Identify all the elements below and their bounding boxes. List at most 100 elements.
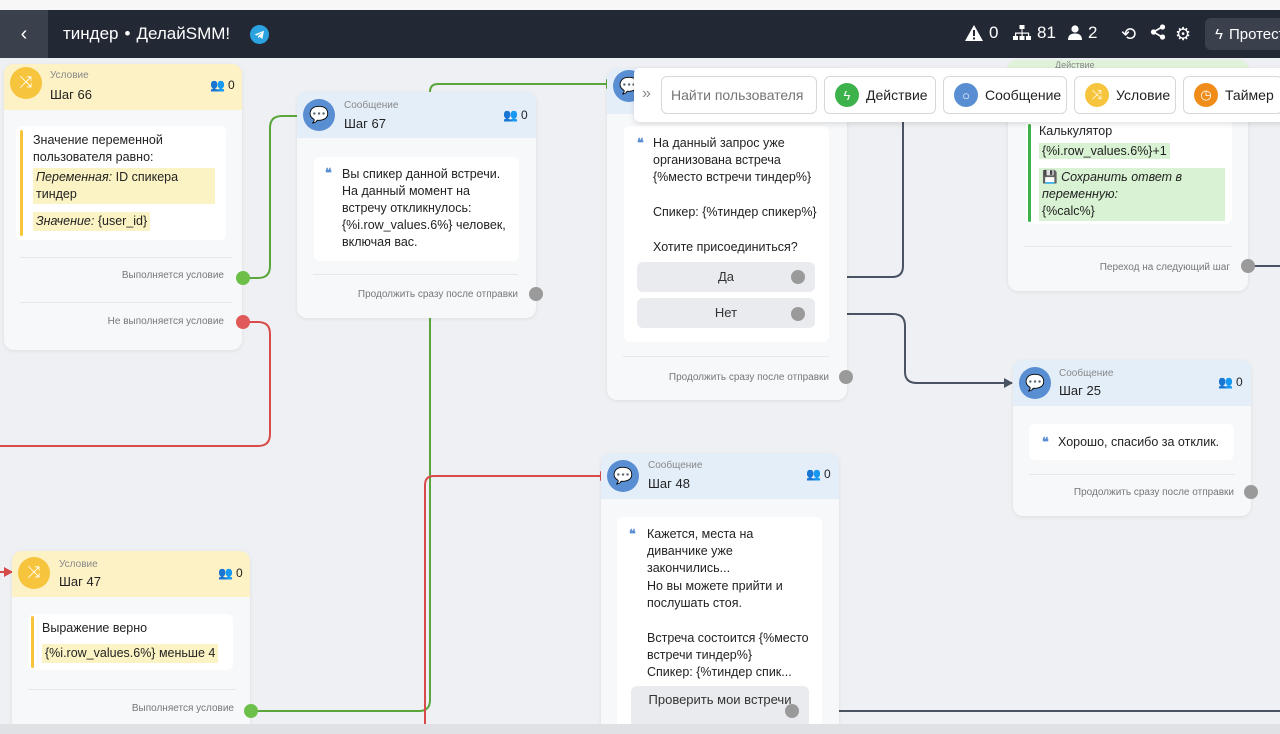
back-button[interactable]: ‹ [0,10,48,58]
condition-text: Значение переменной пользователя равно: [33,133,163,164]
project-name: ДелайSMM! [136,24,231,43]
node-step-66[interactable]: ⤨ Условие Шаг 66 👥0 Значение переменной … [4,64,242,350]
node-step-67[interactable]: 💬 Сообщение Шаг 67 👥0 ❝ Вы спикер данной… [297,92,536,318]
node-header: ⤨ Условие Шаг 47 👥0 [12,551,250,597]
answer-no-button[interactable]: Нет [637,298,815,328]
add-action-button[interactable]: ϟ Действие [824,76,936,114]
warning-icon [965,25,983,41]
node-header: 💬 Сообщение Шаг 67 👥0 [297,92,536,138]
output-false-label: Не выполняется условие [107,316,224,327]
users-icon: 👥 [503,108,518,122]
add-condition-button[interactable]: ⤨ Условие [1074,76,1176,114]
users-counter: 👥0 [1218,375,1243,389]
steps-stat[interactable]: 81 [1013,23,1056,43]
users-count: 0 [1235,375,1243,389]
node-step-47[interactable]: ⤨ Условие Шаг 47 👥0 Выражение верно {%i.… [12,551,250,734]
users-counter: 👥0 [210,78,235,92]
port-yes[interactable] [791,270,805,284]
condition-body: Значение переменной пользователя равно: … [16,126,226,240]
port-66-true[interactable] [236,271,250,285]
divider [20,302,232,303]
users-count: 0 [520,108,528,122]
users-stat[interactable]: 2 [1068,23,1097,43]
chat-icon: 💬 [303,99,335,131]
users-icon: 👥 [1218,375,1233,389]
browser-top-strip [0,0,1280,10]
warnings-count: 0 [989,23,999,42]
action-body: Калькулятор {%i.row_values.6%}+1 💾 Сохра… [1026,120,1232,224]
condition-bar [31,616,34,668]
port-48-btn[interactable] [785,704,799,718]
repeat-icon[interactable]: ⟲ [1121,24,1137,44]
port-67-out[interactable] [529,287,543,301]
block-toolbar: » ϟ Действие ○ Сообщение ⤨ Условие ◷ Тай… [634,68,1280,122]
condition-text: Выражение верно [42,621,148,635]
chat-icon: 💬 [607,460,639,492]
steps-count: 81 [1037,23,1056,42]
bolt-icon: ϟ [1215,25,1223,43]
node-step-48[interactable]: 💬 Сообщение Шаг 48 👥0 ❝ Кажется, места н… [601,453,839,734]
quote-icon: ❝ [1042,435,1049,449]
calc-title: Калькулятор [1039,124,1113,138]
save-variable: {%calc%} [1042,204,1095,218]
chat-icon: 💬 [1019,367,1051,399]
message-text-2: Но вы можете прийти и послушать стоя. [647,579,783,610]
gear-icon[interactable]: ⚙ [1175,24,1192,44]
message-body: ❝ Хорошо, спасибо за отклик. [1029,424,1234,460]
message-body: ❝ Вы спикер данной встречи. На данный мо… [314,157,519,261]
user-icon [1068,25,1082,40]
message-text-4: Спикер: {%тиндер спик... [647,665,792,679]
quote-icon: ❝ [637,136,644,150]
divider [1024,246,1232,247]
port-no[interactable] [791,307,805,321]
add-message-button[interactable]: ○ Сообщение [943,76,1067,114]
node-type: Сообщение [344,100,399,111]
share-icon[interactable] [1150,24,1166,45]
divider [313,274,518,275]
test-button[interactable]: ϟ Протест [1205,18,1280,50]
wire-to-top [429,83,606,93]
back-icon: ‹ [20,22,28,45]
output-true-label: Выполняется условие [131,703,234,714]
divider [20,257,232,258]
output-true-label: Выполняется условие [121,270,224,281]
top-bar: ‹ тиндер•ДелайSMM! 0 81 2 ⟲ ⚙ ϟ Протест [0,10,1280,58]
quote-icon: ❝ [629,527,636,541]
message-label: Сообщение [985,87,1062,103]
message-text-3: Встреча состоится {%место встречи тиндер… [647,631,809,662]
users-icon: 👥 [210,78,225,92]
user-search-input[interactable] [661,76,817,114]
value-value: {user_id} [97,214,148,228]
value-key: Значение: [36,214,95,228]
port-66-false[interactable] [236,315,250,329]
divider [28,689,236,690]
divider [1029,474,1235,475]
collapse-icon[interactable]: » [642,85,651,102]
condition-value: Значение: {user_id} [33,212,151,231]
port-question-out[interactable] [839,370,853,384]
node-name: Шаг 67 [344,116,386,131]
sitemap-icon [1013,25,1031,40]
port-calc-out[interactable] [1241,259,1255,273]
save-label: Сохранить ответ в переменную: [1042,170,1183,201]
variable-key: Переменная: [36,170,113,184]
telegram-icon[interactable] [250,25,269,44]
check-meetings-button[interactable]: Проверить мои встречи [631,686,809,730]
port-25-out[interactable] [1244,485,1258,499]
warnings-stat[interactable]: 0 [965,23,998,43]
condition-bar [20,130,23,236]
bottom-strip [0,724,1280,734]
output-label: Продолжить сразу после отправки [357,289,518,300]
action-label: Действие [866,87,928,103]
title-separator: • [124,24,131,43]
shuffle-icon: ⤨ [18,557,50,589]
users-count: 0 [823,467,831,481]
answer-yes-button[interactable]: Да [637,262,815,292]
calc-expression: {%i.row_values.6%}+1 [1039,143,1170,159]
output-label: Продолжить сразу после отправки [668,372,829,383]
add-timer-button[interactable]: ◷ Таймер [1183,76,1280,114]
node-step-25[interactable]: 💬 Сообщение Шаг 25 👥0 ❝ Хорошо, спасибо … [1013,360,1251,516]
port-47-true[interactable] [244,704,258,718]
node-type: Сообщение [1059,368,1114,379]
chat-icon: ○ [954,83,978,107]
